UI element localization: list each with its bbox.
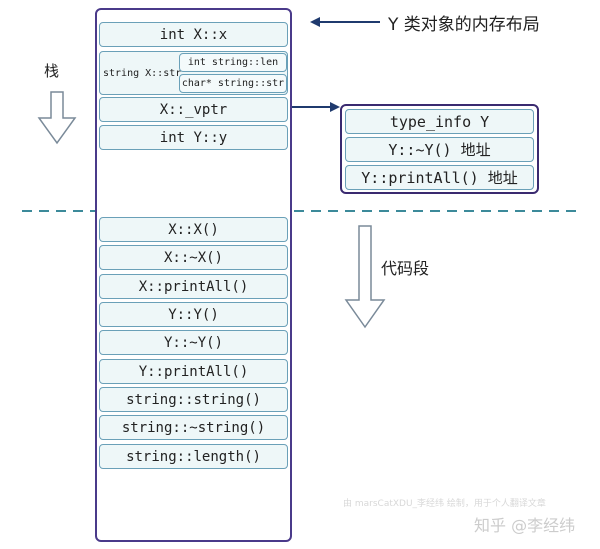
stack-label: 栈 — [44, 62, 60, 80]
type-info-destructor: Y::~Y() 地址 — [345, 137, 534, 162]
cell-vptr: X::_vptr — [99, 97, 288, 122]
cell-string-len: int string::len — [179, 53, 287, 72]
title-arrowhead — [310, 17, 320, 27]
stack-down-arrow-icon — [37, 91, 77, 145]
code-cell: X::printAll() — [99, 274, 288, 299]
type-info-header: type_info Y — [345, 109, 534, 134]
vptr-arrowhead — [330, 102, 340, 112]
code-segment-label: 代码段 — [381, 259, 430, 278]
code-down-arrow-icon — [344, 225, 386, 329]
memory-column: int X::x string X::str int string::len c… — [95, 8, 292, 542]
watermark-brand: 知乎 @李经纬 — [474, 516, 576, 535]
watermark-credit: 由 marsCatXDU_李经纬 绘制，用于个人翻译文章 — [343, 499, 546, 509]
diagram-title: Y 类对象的内存布局 — [388, 15, 540, 35]
code-cell: string::string() — [99, 387, 288, 412]
code-cell: Y::printAll() — [99, 359, 288, 384]
type-info-printall: Y::printAll() 地址 — [345, 165, 534, 190]
code-cell: string::~string() — [99, 415, 288, 440]
cell-int-x: int X::x — [99, 22, 288, 47]
code-cell: string::length() — [99, 444, 288, 469]
cell-int-y: int Y::y — [99, 125, 288, 150]
type-info-box: type_info Y Y::~Y() 地址 Y::printAll() 地址 — [340, 104, 539, 194]
code-cell: Y::~Y() — [99, 330, 288, 355]
cell-string-x-str-label: string X::str — [103, 67, 182, 79]
code-cell: X::X() — [99, 217, 288, 242]
cell-string-str: char* string::str — [179, 74, 287, 93]
code-cell: Y::Y() — [99, 302, 288, 327]
code-cell: X::~X() — [99, 245, 288, 270]
